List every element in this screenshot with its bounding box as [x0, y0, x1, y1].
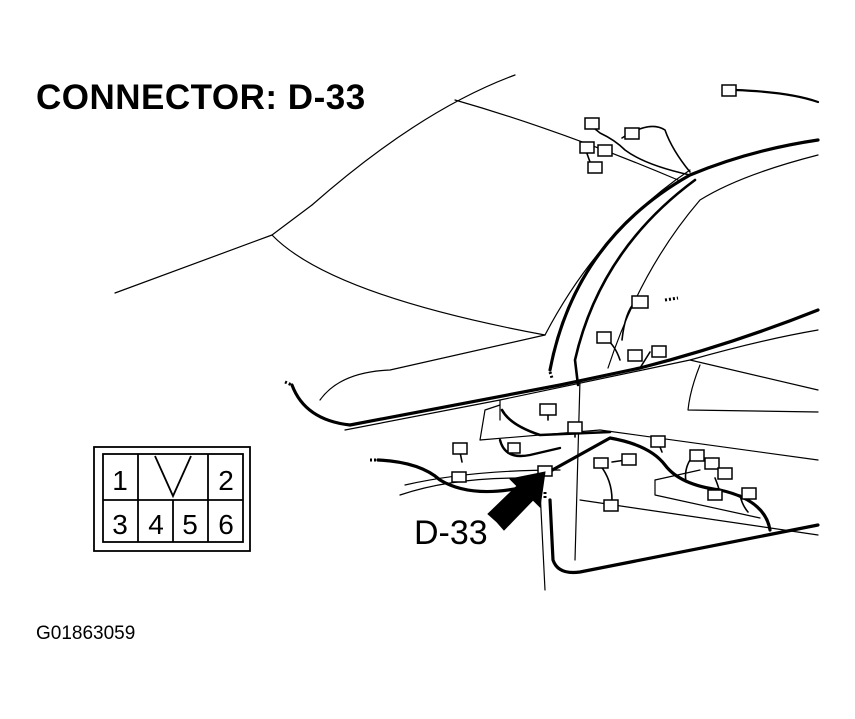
connector-blocks	[451, 84, 757, 512]
figure-id: G01863059	[36, 623, 136, 644]
connector-pin-labels: 1 2 3 4 5 6	[112, 465, 234, 540]
diagram-title: CONNECTOR: D-33	[36, 78, 366, 117]
connector-callout-label: D-33	[414, 514, 488, 552]
pin-1-label: 1	[112, 465, 128, 496]
pin-2-label: 2	[218, 465, 234, 496]
pin-6-label: 6	[218, 509, 234, 540]
callout-arrow	[487, 471, 546, 531]
wire-branches	[459, 124, 749, 513]
pin-4-label: 4	[148, 509, 164, 540]
connector-face-diagram	[93, 446, 251, 552]
harness-dashed-ends	[284, 296, 679, 500]
pin-5-label: 5	[182, 509, 198, 540]
pin-3-label: 3	[112, 509, 128, 540]
wiring-harness	[290, 88, 820, 575]
